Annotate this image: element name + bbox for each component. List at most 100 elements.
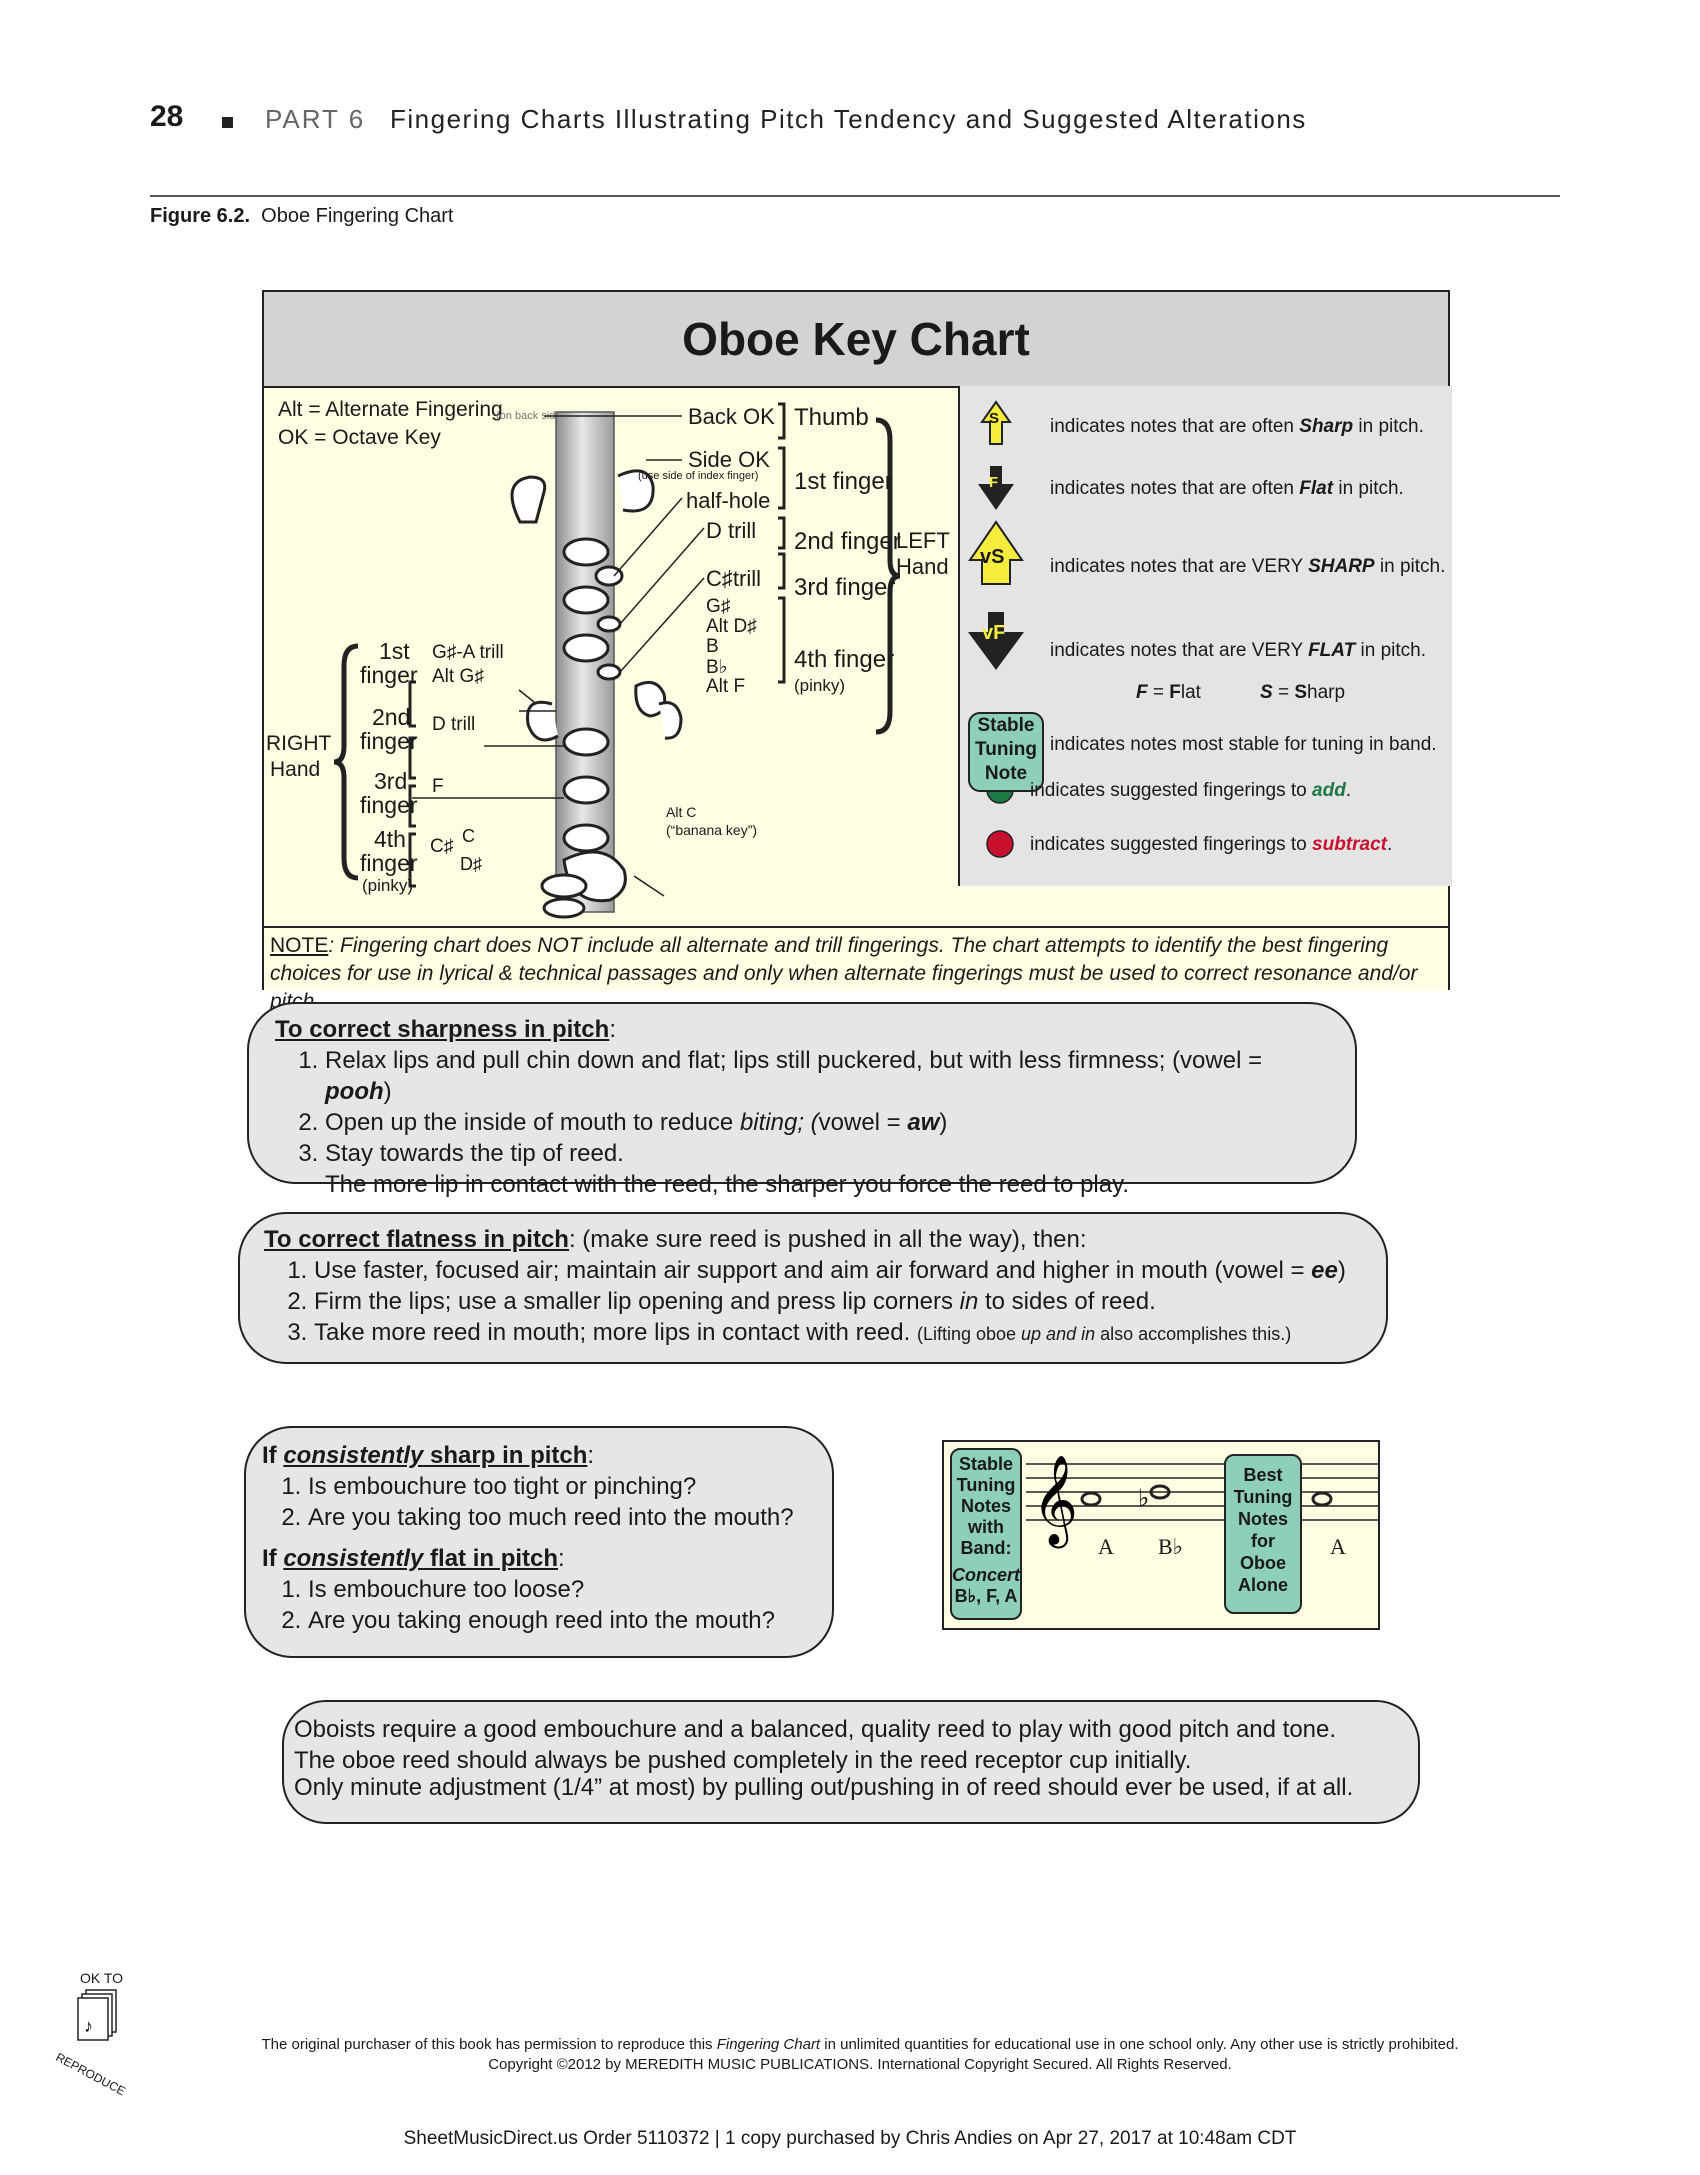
bracket-thumb bbox=[778, 402, 786, 440]
legend-add-pre: indicates suggested fingerings to bbox=[1030, 780, 1313, 801]
ok-to-reproduce-stamp: OK TO ♪ REPRODUCE bbox=[53, 1970, 150, 2098]
label-r2: 2nd bbox=[372, 704, 411, 730]
sharp-arrow-icon bbox=[980, 400, 1012, 445]
key-banana: (“banana key”) bbox=[666, 822, 758, 838]
sharpness-heading-text: To correct sharpness in pitch bbox=[275, 1016, 610, 1043]
sharp-item-2-em2: aw bbox=[907, 1109, 940, 1136]
flat-item-3-pre: Take more reed in mouth; more lips in co… bbox=[314, 1319, 917, 1346]
key-r-d-trill: D trill bbox=[432, 714, 476, 735]
c-flat-item: Is embouchure too loose? bbox=[308, 1574, 816, 1605]
c-sharp-if: If bbox=[262, 1442, 284, 1469]
header-rule bbox=[150, 195, 1560, 197]
oboe-tuning-badge: Best Tuning Notes for Oboe Alone bbox=[1224, 1454, 1302, 1614]
right-pinky-c-key bbox=[540, 873, 588, 899]
consistent-sharp-list: Is embouchure too tight or pinching? Are… bbox=[262, 1471, 816, 1533]
consistency-box: If consistently sharp in pitch: Is embou… bbox=[244, 1426, 834, 1658]
flatness-heading: To correct flatness in pitch: (make sure… bbox=[264, 1224, 1362, 1255]
sharp-symbol: S bbox=[989, 410, 1000, 427]
c-sharp-item: Is embouchure too tight or pinching? bbox=[308, 1471, 816, 1502]
key-alt-gs: Alt G♯ bbox=[432, 666, 484, 687]
legend-vs-post: in pitch. bbox=[1374, 556, 1446, 577]
flat-item-2-em: in bbox=[959, 1288, 979, 1315]
oboe-key-chart: Oboe Key Chart Alt = Alternate Fingering… bbox=[262, 290, 1452, 1013]
note-a-whole bbox=[1080, 1491, 1102, 1507]
label-left-hand: Hand bbox=[896, 554, 949, 579]
flat-symbol: F bbox=[989, 474, 999, 491]
bracket-3rd-finger bbox=[778, 552, 786, 590]
abbr-alt: Alt = Alternate Fingering bbox=[278, 398, 503, 421]
band-label-line: Stable bbox=[958, 1454, 1014, 1474]
legend-vf-em: FLAT bbox=[1308, 640, 1356, 661]
very-sharp-arrow-icon bbox=[968, 520, 1024, 585]
legend-subtract-text: indicates suggested fingerings to subtra… bbox=[1030, 834, 1393, 855]
right-hand-brace bbox=[333, 643, 359, 881]
bracket-r4 bbox=[408, 832, 416, 888]
note-a2-whole bbox=[1311, 1491, 1333, 1507]
sharp-item-2-post: ) bbox=[939, 1109, 948, 1136]
legend-sharp-text: indicates notes that are often Sharp in … bbox=[1050, 416, 1424, 438]
band-tuning-badge: Stable Tuning Notes with Band: Concert B… bbox=[950, 1448, 1022, 1620]
tone-hole-l3 bbox=[562, 633, 610, 663]
sharpness-colon: : bbox=[609, 1016, 616, 1043]
page-header-title: Fingering Charts Illustrating Pitch Tend… bbox=[390, 104, 1307, 134]
abbr-ok: OK = Octave Key bbox=[278, 426, 441, 449]
note-bb-label: B♭ bbox=[1158, 1534, 1184, 1559]
sharp-item-1-post: ) bbox=[383, 1078, 392, 1105]
c-sharp-colon: : bbox=[587, 1442, 595, 1469]
part-label: PART 6 bbox=[265, 104, 366, 134]
flat-accidental-icon: ♭ bbox=[1138, 1484, 1149, 1512]
note-a2-label: A bbox=[1330, 1534, 1346, 1559]
sharp-item-2-pre: Open up the inside of mouth to reduce bbox=[325, 1109, 740, 1136]
consistent-flat-heading: If consistently flat in pitch: bbox=[262, 1543, 816, 1574]
stamp-bottom: REPRODUCE bbox=[53, 2050, 128, 2099]
key-alt-c: Alt C bbox=[666, 804, 697, 820]
legend-flat-em: Flat bbox=[1299, 478, 1334, 499]
page-number: 28 bbox=[150, 100, 184, 133]
oboe-label-line: Alone bbox=[1237, 1575, 1288, 1595]
label-right-hand: Hand bbox=[270, 758, 321, 781]
flat-item-3-small-em: up and in bbox=[1021, 1324, 1096, 1344]
legend-sharp-pre: indicates notes that are often bbox=[1050, 416, 1300, 437]
flatness-box: To correct flatness in pitch: (make sure… bbox=[238, 1212, 1388, 1364]
legend-flat-post: in pitch. bbox=[1333, 478, 1404, 499]
stable-line1: Stable bbox=[977, 715, 1035, 736]
flat-item-1-pre: Use faster, focused air; maintain air su… bbox=[314, 1257, 1312, 1284]
key-gs: G♯ bbox=[706, 596, 731, 617]
label-r3: 3rd bbox=[374, 768, 408, 794]
bracket-r3 bbox=[408, 784, 416, 828]
legend-vf-pre: indicates notes that are VERY bbox=[1050, 640, 1309, 661]
legend-f-bold: F bbox=[1169, 682, 1181, 703]
bracket-r2 bbox=[408, 736, 416, 780]
legend-very-flat-text: indicates notes that are VERY FLAT in pi… bbox=[1050, 640, 1426, 662]
label-thumb: Thumb bbox=[794, 404, 869, 431]
legend-stable-text: indicates notes most stable for tuning i… bbox=[1050, 734, 1437, 755]
subtract-dot-icon bbox=[986, 830, 1014, 858]
very-flat-arrow-icon bbox=[968, 612, 1024, 670]
key-c: C bbox=[462, 826, 475, 846]
leader-half-hole bbox=[613, 497, 683, 577]
flat-item-1-post: ) bbox=[1337, 1257, 1346, 1284]
legend-vf-post: in pitch. bbox=[1355, 640, 1426, 661]
legend-vs-pre: indicates notes that are VERY bbox=[1050, 556, 1309, 577]
legend-f-rest: lat bbox=[1180, 682, 1201, 703]
label-l-pinky: (pinky) bbox=[794, 676, 846, 695]
legend-sharp-em: Sharp bbox=[1299, 416, 1354, 437]
flat-arrow-icon bbox=[978, 466, 1014, 510]
key-half-hole: half-hole bbox=[686, 488, 771, 513]
back-octave-key bbox=[510, 475, 547, 524]
note-bb-whole bbox=[1149, 1484, 1171, 1500]
svg-text:♪: ♪ bbox=[84, 2016, 93, 2036]
tone-hole-l2 bbox=[562, 585, 610, 615]
tone-hole-r2 bbox=[562, 775, 610, 805]
key-alt-ds: Alt D♯ bbox=[706, 616, 757, 637]
legend-add-em: add bbox=[1312, 780, 1346, 801]
sharp-item-3: Stay towards the tip of reed. bbox=[325, 1140, 624, 1167]
right-pinky-ds-key bbox=[542, 897, 586, 919]
c-sharp-rest: sharp in pitch bbox=[423, 1442, 588, 1469]
label-l1-finger: 1st finger bbox=[794, 468, 893, 495]
oboe-label-line: Best bbox=[1243, 1465, 1283, 1485]
legend-s-bold: S bbox=[1294, 682, 1308, 703]
band-label-line: with bbox=[968, 1517, 1004, 1537]
c-flat-em: consistently bbox=[283, 1545, 424, 1572]
advice-line-1: Oboists require a good embouchure and a … bbox=[294, 1716, 1337, 1743]
